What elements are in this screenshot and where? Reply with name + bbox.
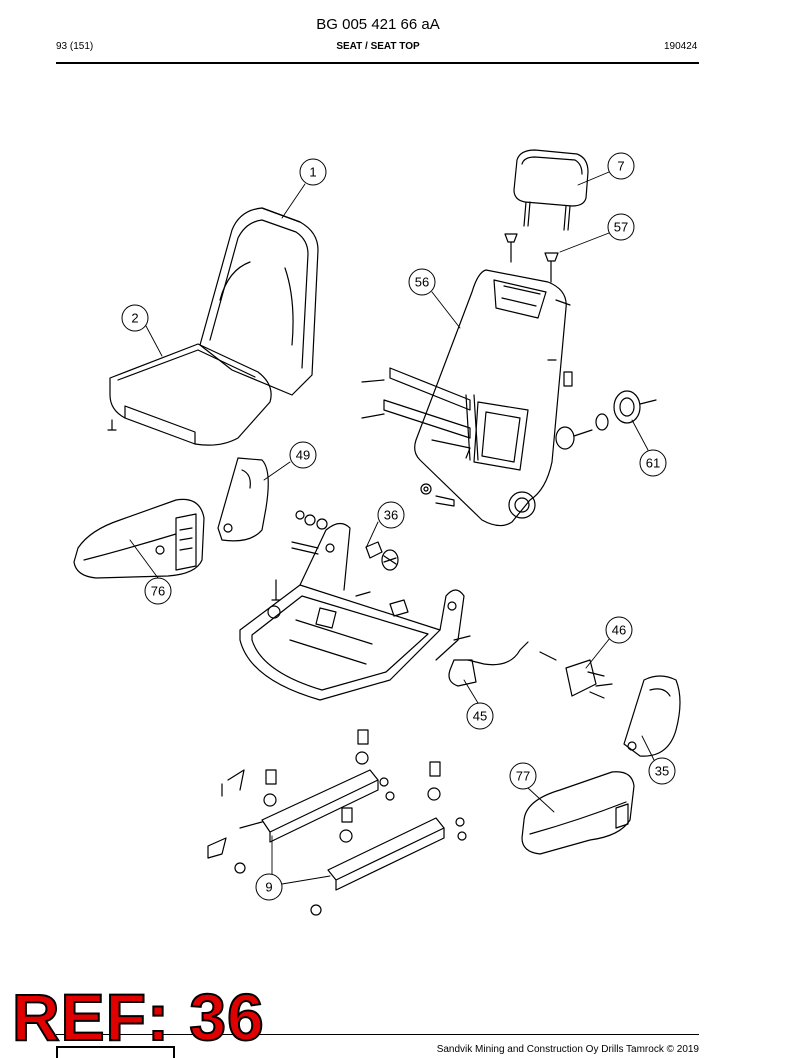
- callout-label: 7: [617, 159, 624, 174]
- part-frame-fasteners: [420, 483, 455, 507]
- callout-76: [144, 577, 172, 605]
- part-adjust-lever: [448, 635, 613, 699]
- callout-1: [299, 158, 327, 186]
- callout-77: [509, 762, 537, 790]
- part-seat-base-frame: [239, 522, 465, 701]
- page-title: SEAT / SEAT TOP: [336, 41, 420, 52]
- part-backrest-frame: [414, 269, 573, 527]
- callout-label: 57: [614, 220, 628, 235]
- callout-leaders: [129, 171, 655, 885]
- callout-2: [121, 304, 149, 332]
- callout-57: [607, 213, 635, 241]
- footer-copyright: Sandvik Mining and Construction Oy Drill…: [436, 1044, 699, 1055]
- callouts: [121, 152, 676, 901]
- callout-46: [605, 616, 633, 644]
- part-side-cover-left: [217, 457, 269, 542]
- callout-label: 45: [473, 709, 487, 724]
- callout-9: [255, 873, 283, 901]
- company-logo: [56, 1046, 175, 1058]
- part-adjust-knob: [555, 390, 657, 450]
- revision-date: 190424: [664, 41, 698, 52]
- part-seat-cushion: [107, 343, 272, 446]
- callout-49: [289, 441, 317, 469]
- part-recline-brackets: [361, 367, 479, 461]
- part-headrest: [513, 149, 589, 231]
- callout-label: 76: [151, 584, 165, 599]
- callout-35: [648, 757, 676, 785]
- part-slide-rails: [207, 729, 467, 916]
- callout-36: [377, 501, 405, 529]
- callout-label: 56: [415, 275, 429, 290]
- callout-label: 77: [516, 769, 530, 784]
- header-rule: [56, 62, 699, 64]
- part-bolts-washers-upper: [291, 510, 399, 571]
- callout-label: 46: [612, 623, 626, 638]
- part-armrest-right: [521, 771, 635, 855]
- callout-label: 9: [265, 880, 272, 895]
- footer-rule: [56, 1034, 699, 1035]
- callout-45: [466, 702, 494, 730]
- ref-stamp: REF: 36: [11, 980, 265, 1054]
- part-side-cover-right: [623, 675, 681, 757]
- callout-56: [408, 268, 436, 296]
- callout-label: 1: [309, 165, 316, 180]
- callout-61: [639, 449, 667, 477]
- part-guide-bushings: [504, 233, 559, 283]
- callout-label: 49: [296, 448, 310, 463]
- callout-label: 2: [131, 311, 138, 326]
- part-armrest-left: [73, 498, 205, 579]
- callout-7: [607, 152, 635, 180]
- page-number: 93 (151): [56, 41, 94, 52]
- document-id: BG 005 421 66 aA: [316, 16, 440, 33]
- callout-label: 36: [384, 508, 398, 523]
- part-backrest-cushion: [199, 207, 319, 396]
- callout-label: 61: [646, 456, 660, 471]
- callout-label: 35: [655, 764, 669, 779]
